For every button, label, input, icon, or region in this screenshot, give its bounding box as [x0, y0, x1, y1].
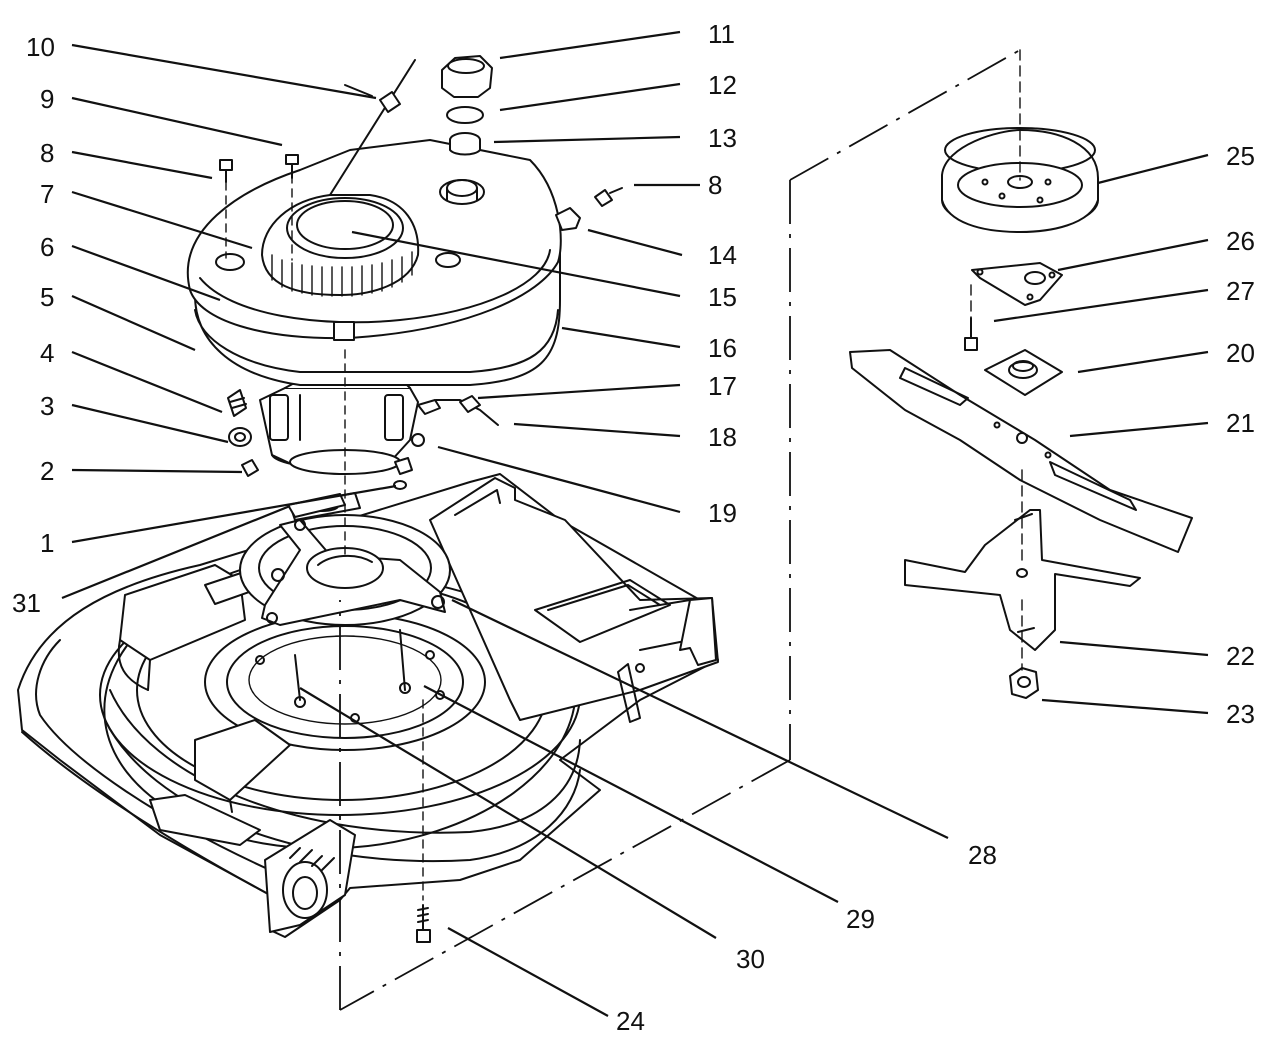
callout-18: 18	[708, 422, 737, 452]
callout-17: 17	[708, 371, 737, 401]
callout-12: 12	[708, 70, 737, 100]
callout-15: 15	[708, 282, 737, 312]
engine-mount-plate	[239, 492, 451, 626]
callout-27: 27	[1226, 276, 1255, 306]
callout-4: 4	[40, 338, 54, 368]
starter-fins	[271, 251, 413, 297]
callout-16: 16	[708, 333, 737, 363]
callout-30: 30	[736, 944, 765, 974]
callout-25: 25	[1226, 141, 1255, 171]
callout-24: 24	[616, 1006, 645, 1036]
callout-2: 2	[40, 456, 54, 486]
callout-5: 5	[40, 282, 54, 312]
engine	[187, 59, 562, 475]
callout-6: 6	[40, 232, 54, 262]
callout-20: 20	[1226, 338, 1255, 368]
bolt-24	[416, 904, 431, 943]
callout-7: 7	[40, 179, 54, 209]
blade-assembly	[849, 49, 1193, 699]
callout-1: 1	[40, 528, 54, 558]
callout-13: 13	[708, 123, 737, 153]
callout-9: 9	[40, 84, 54, 114]
small-parts-left	[219, 84, 407, 518]
callout-23: 23	[1226, 699, 1255, 729]
callout-29: 29	[846, 904, 875, 934]
callout-21: 21	[1226, 408, 1255, 438]
callout-19: 19	[708, 498, 737, 528]
callout-8-left: 8	[40, 138, 54, 168]
callout-8-right: 8	[708, 170, 722, 200]
callout-22: 22	[1226, 641, 1255, 671]
callout-11: 11	[708, 19, 735, 49]
callout-31: 31	[12, 588, 41, 618]
mower-deck	[17, 473, 719, 938]
callout-labels: 10 9 8 7 6 5 4 3 2 1 31 11 12 13 8 14 15…	[12, 19, 1255, 1036]
callout-3: 3	[40, 391, 54, 421]
leader-lines	[61, 30, 1209, 1017]
grouping-lines	[225, 49, 1021, 1011]
fuel-cap-parts	[441, 55, 623, 231]
callout-14: 14	[708, 240, 737, 270]
callout-10: 10	[26, 32, 55, 62]
callout-26: 26	[1226, 226, 1255, 256]
callout-28: 28	[968, 840, 997, 870]
